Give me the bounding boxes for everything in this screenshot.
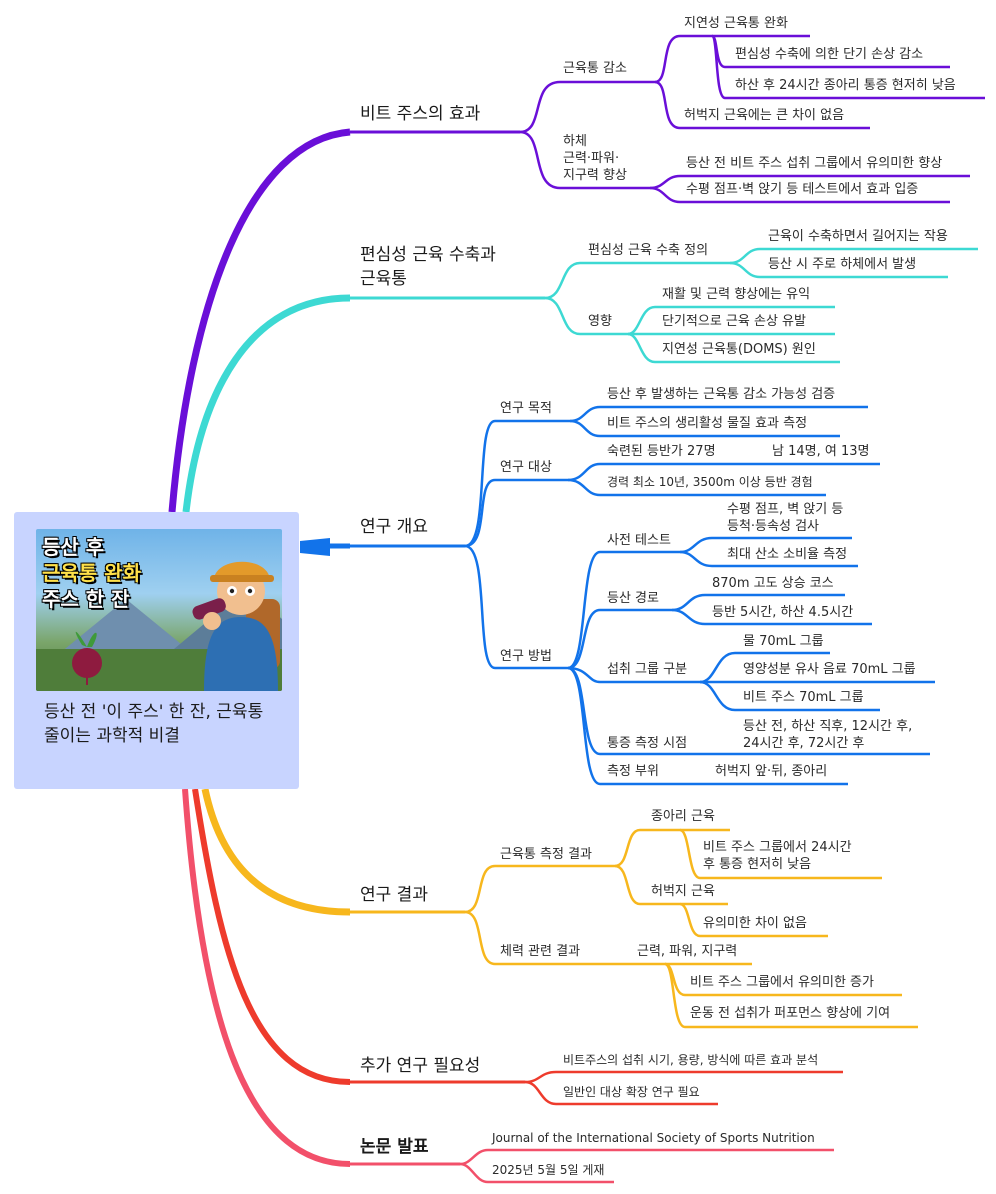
overview-purpose-item-2[interactable]: 비트 주스의 생리활성 물질 효과 측정 bbox=[607, 416, 808, 431]
thumbnail-title-line-3: 주스 한 잔 bbox=[42, 587, 130, 611]
results-fitness-label[interactable]: 체력 관련 결과 bbox=[500, 944, 581, 959]
overview-subjects-item-2[interactable]: 경력 최소 10년, 3500m 이상 등반 경험 bbox=[607, 475, 813, 489]
overview-purpose-item-1[interactable]: 등산 후 발생하는 근육통 감소 가능성 검증 bbox=[607, 387, 836, 402]
method-pretest-item-1-line-1[interactable]: 수평 점프, 벽 앉기 등 bbox=[727, 502, 844, 517]
effect-lower-label-line-1[interactable]: 하체 bbox=[563, 134, 587, 149]
method-groups-item-3[interactable]: 비트 주스 70mL 그룹 bbox=[743, 690, 864, 705]
effect-delayed-item-2[interactable]: 하산 후 24시간 종아리 통증 현저히 낮음 bbox=[735, 78, 956, 93]
results-fitness-item-2[interactable]: 운동 전 섭취가 퍼포먼스 향상에 기여 bbox=[690, 1006, 891, 1021]
branch-further-title[interactable]: 추가 연구 필요성 bbox=[360, 1056, 481, 1076]
method-route-item-1[interactable]: 870m 고도 상승 코스 bbox=[712, 576, 834, 591]
method-pretest-item-1-line-2[interactable]: 등척·등속성 검사 bbox=[727, 519, 819, 534]
connector-results bbox=[201, 788, 351, 916]
method-pretest-label[interactable]: 사전 테스트 bbox=[607, 533, 671, 548]
effect-lower-label-line-3[interactable]: 지구력 향상 bbox=[563, 168, 627, 183]
beet-illustration bbox=[72, 631, 102, 685]
effect-muscle-pain-label[interactable]: 근육통 감소 bbox=[563, 61, 627, 76]
central-topic-card[interactable]: 등산 후 근육통 완화 주스 한 잔 등산 전 '이 주스' 한 잔, 근육통 … bbox=[14, 512, 299, 789]
method-groups-label[interactable]: 섭취 그룹 구분 bbox=[607, 662, 688, 677]
branch-paper-title[interactable]: 논문 발표 bbox=[360, 1137, 429, 1157]
thumbnail-image: 등산 후 근육통 완화 주스 한 잔 bbox=[36, 529, 282, 691]
overview-purpose-label[interactable]: 연구 목적 bbox=[500, 401, 552, 416]
results-calf-note-line-1[interactable]: 비트 주스 그룹에서 24시간 bbox=[703, 840, 852, 855]
thumbnail-title-line-2: 근육통 완화 bbox=[42, 561, 141, 585]
results-calf-note-line-2[interactable]: 후 통증 현저히 낮음 bbox=[703, 857, 812, 872]
branch-effect-title[interactable]: 비트 주스의 효과 bbox=[360, 104, 481, 124]
results-calf-label[interactable]: 종아리 근육 bbox=[651, 809, 715, 824]
effect-lower-item-1[interactable]: 등산 전 비트 주스 섭취 그룹에서 유의미한 향상 bbox=[686, 156, 943, 171]
hiker-illustration bbox=[192, 561, 280, 691]
eccentric-impact-item-2[interactable]: 단기적으로 근육 손상 유발 bbox=[662, 314, 806, 329]
eccentric-def-label[interactable]: 편심성 근육 수축 정의 bbox=[588, 243, 709, 258]
effect-lower-label-line-2[interactable]: 근력·파워· bbox=[563, 151, 620, 166]
thumbnail-title-line-1: 등산 후 bbox=[42, 535, 105, 559]
eccentric-impact-item-3[interactable]: 지연성 근육통(DOMS) 원인 bbox=[662, 342, 816, 357]
effect-delayed-item-1[interactable]: 편심성 수축에 의한 단기 손상 감소 bbox=[735, 47, 924, 62]
method-timing-item-line-2[interactable]: 24시간 후, 72시간 후 bbox=[743, 736, 865, 751]
results-fitness-item-1[interactable]: 비트 주스 그룹에서 유의미한 증가 bbox=[690, 975, 874, 990]
eccentric-impact-item-1[interactable]: 재활 및 근력 향상에는 유익 bbox=[662, 287, 811, 302]
results-thigh-label[interactable]: 허벅지 근육 bbox=[651, 884, 715, 899]
branch-eccentric-title-line-2[interactable]: 근육통 bbox=[360, 269, 407, 289]
method-pretest-item-2[interactable]: 최대 산소 소비율 측정 bbox=[727, 547, 848, 562]
connector-effect bbox=[168, 128, 351, 513]
results-fitness-head[interactable]: 근력, 파워, 지구력 bbox=[637, 944, 738, 959]
method-groups-item-1[interactable]: 물 70mL 그룹 bbox=[743, 634, 824, 649]
further-item-2[interactable]: 일반인 대상 확장 연구 필요 bbox=[563, 1085, 700, 1099]
eccentric-def-item-1[interactable]: 근육이 수축하면서 길어지는 작용 bbox=[768, 229, 948, 244]
connector-eccentric bbox=[182, 294, 351, 513]
method-timing-item-line-1[interactable]: 등산 전, 하산 직후, 12시간 후, bbox=[743, 719, 913, 734]
method-site-label[interactable]: 측정 부위 bbox=[607, 764, 659, 779]
overview-subjects-item-1[interactable]: 숙련된 등반가 27명 bbox=[607, 444, 716, 459]
paper-date[interactable]: 2025년 5월 5일 게재 bbox=[492, 1163, 605, 1177]
method-timing-label[interactable]: 통증 측정 시점 bbox=[607, 736, 688, 751]
paper-journal[interactable]: Journal of the International Society of … bbox=[492, 1131, 815, 1145]
effect-lower-item-2[interactable]: 수평 점프·벽 앉기 등 테스트에서 효과 입증 bbox=[686, 182, 919, 197]
further-item-1[interactable]: 비트주스의 섭취 시기, 용량, 방식에 따른 효과 분석 bbox=[563, 1053, 819, 1067]
results-thigh-note[interactable]: 유의미한 차이 없음 bbox=[703, 916, 807, 931]
overview-subjects-item-1a[interactable]: 남 14명, 여 13명 bbox=[772, 444, 870, 459]
results-pain-label[interactable]: 근육통 측정 결과 bbox=[500, 847, 592, 862]
central-topic-caption: 등산 전 '이 주스' 한 잔, 근육통 줄이는 과학적 비결 bbox=[44, 702, 264, 746]
branch-eccentric-title-line-1[interactable]: 편심성 근육 수축과 bbox=[360, 245, 496, 265]
effect-thigh-item[interactable]: 허벅지 근육에는 큰 차이 없음 bbox=[684, 108, 845, 123]
connector-overview-tip bbox=[300, 538, 330, 556]
eccentric-def-item-2[interactable]: 등산 시 주로 하체에서 발생 bbox=[768, 257, 917, 272]
overview-subjects-label[interactable]: 연구 대상 bbox=[500, 460, 552, 475]
connector-paper bbox=[182, 788, 351, 1167]
effect-delayed-label[interactable]: 지연성 근육통 완화 bbox=[684, 16, 788, 31]
eccentric-impact-label[interactable]: 영향 bbox=[588, 314, 612, 329]
method-groups-item-2[interactable]: 영양성분 유사 음료 70mL 그룹 bbox=[743, 662, 916, 677]
branch-overview-title[interactable]: 연구 개요 bbox=[360, 517, 428, 537]
method-route-item-2[interactable]: 등반 5시간, 하산 4.5시간 bbox=[712, 605, 854, 620]
method-site-item[interactable]: 허벅지 앞·뒤, 종아리 bbox=[715, 764, 828, 779]
overview-method-label[interactable]: 연구 방법 bbox=[500, 649, 552, 664]
method-route-label[interactable]: 등산 경로 bbox=[607, 591, 659, 606]
connector-further bbox=[192, 788, 351, 1085]
branch-results-title[interactable]: 연구 결과 bbox=[360, 885, 428, 905]
